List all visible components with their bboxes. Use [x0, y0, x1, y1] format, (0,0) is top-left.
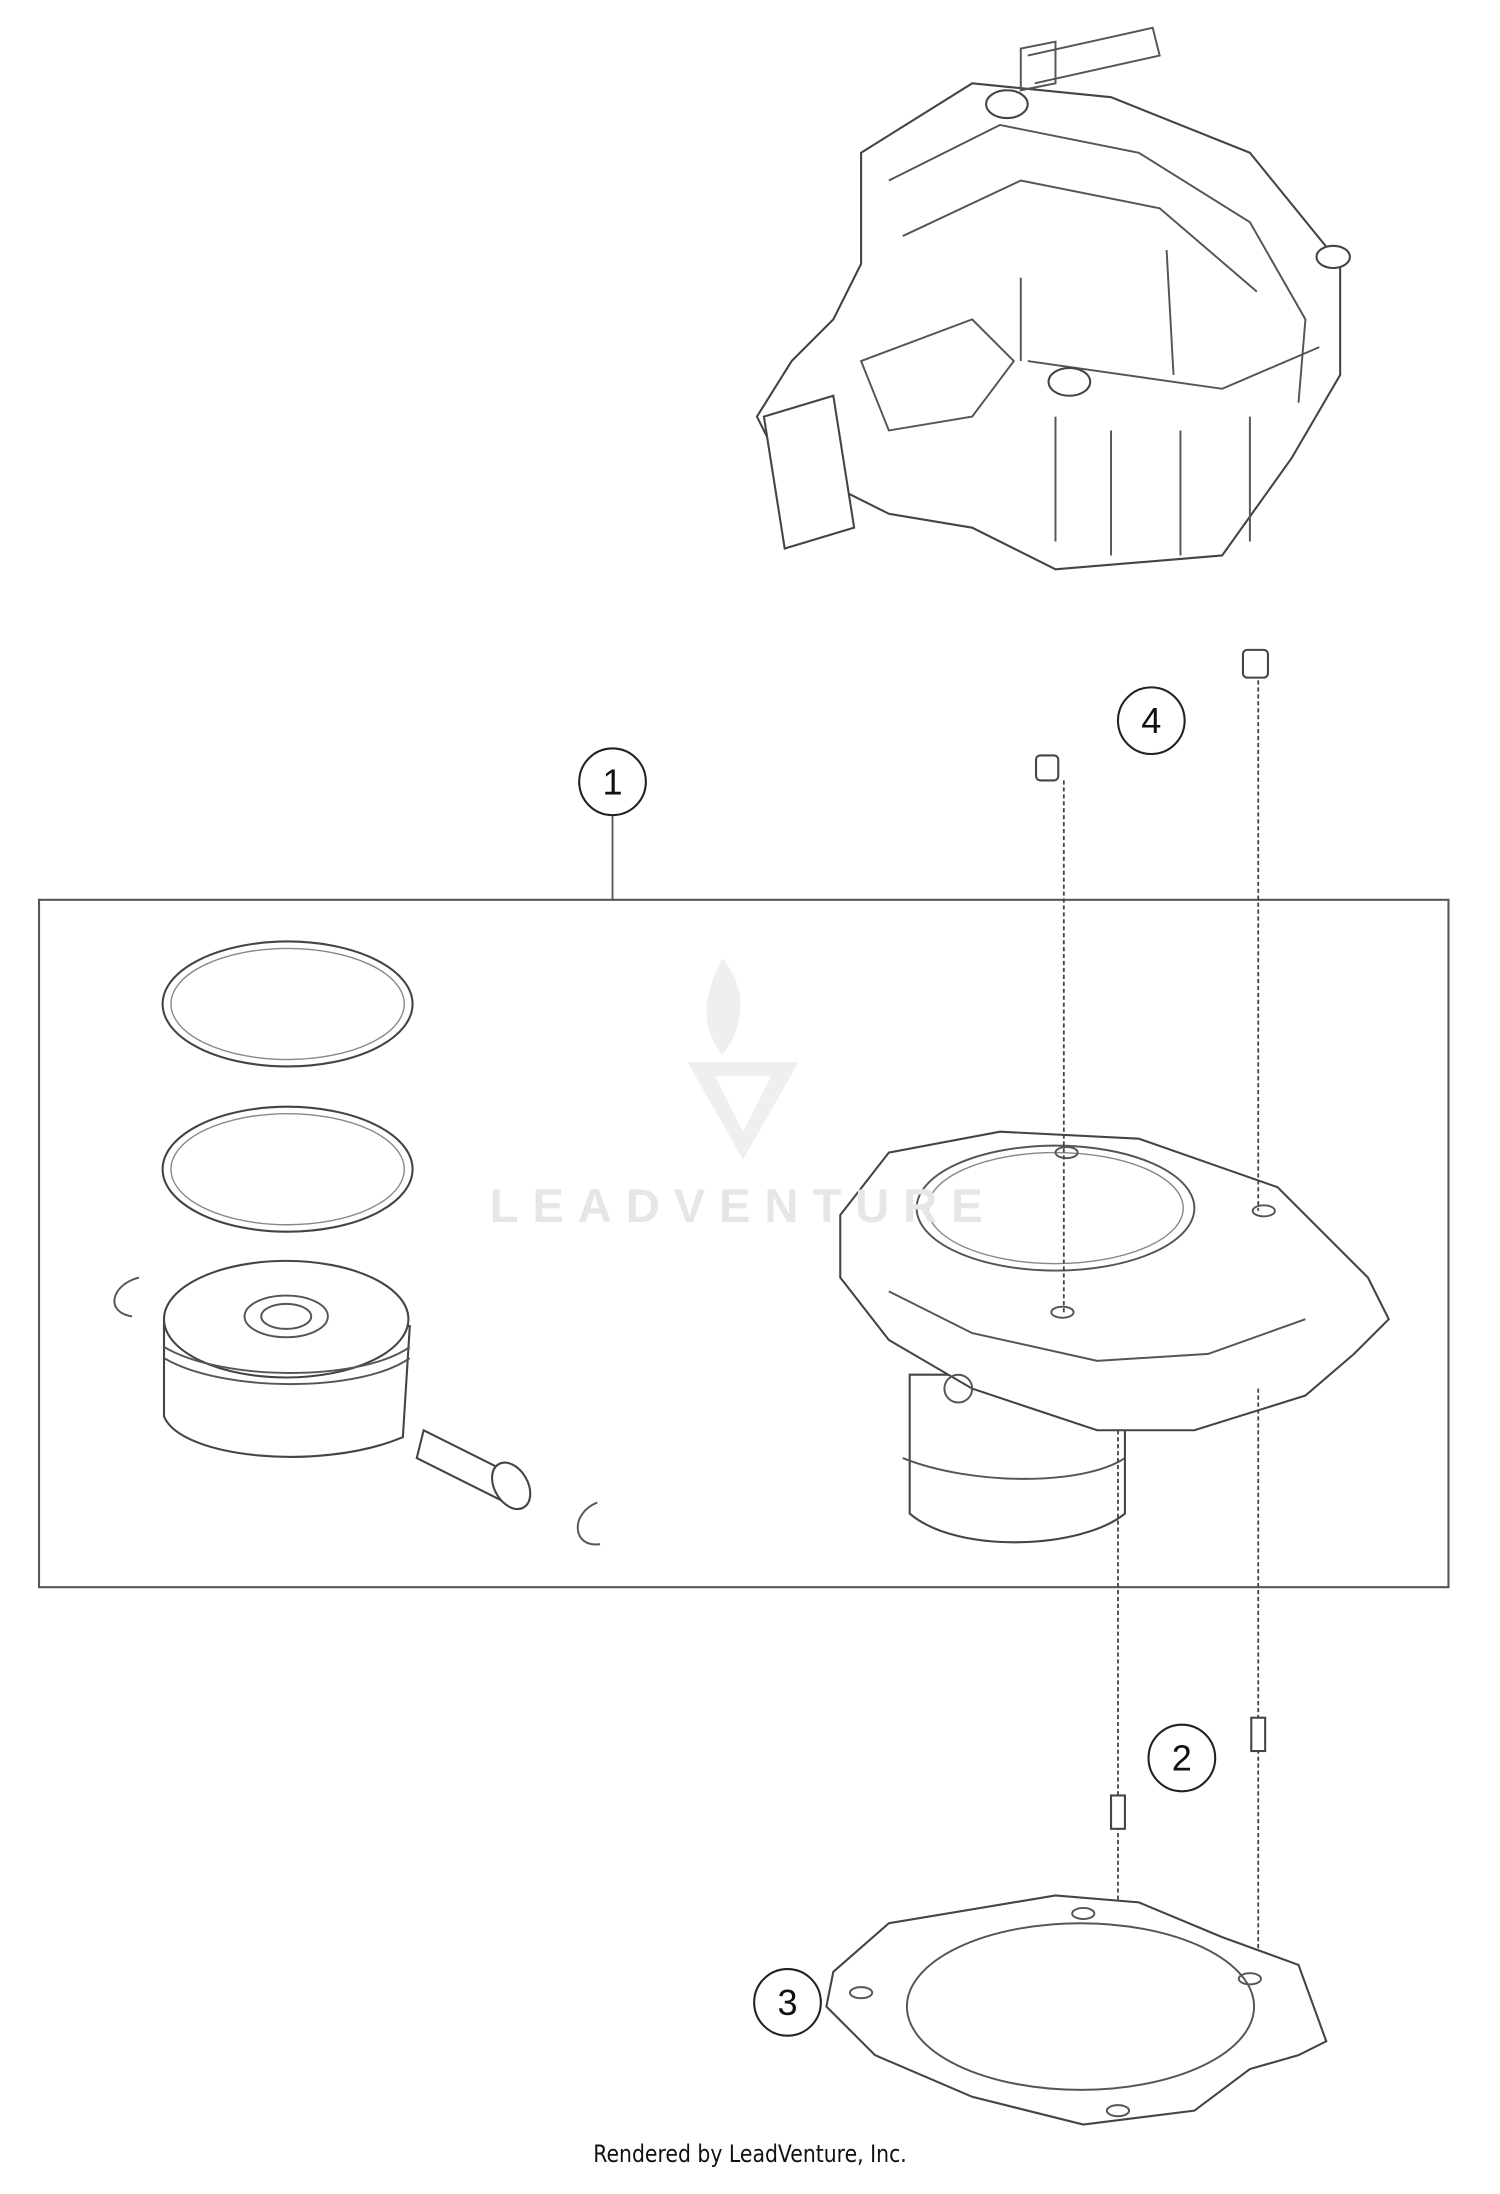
cylinder-bolt — [1241, 648, 1269, 1211]
callout-3[interactable]: 3 — [753, 1968, 822, 2037]
callout-1[interactable]: 1 — [578, 747, 647, 817]
piston-ring-second — [161, 1105, 414, 1233]
cylinder-head — [755, 26, 1351, 571]
kit-box — [37, 898, 1450, 1589]
piston — [162, 1259, 411, 1458]
circlip — [576, 1501, 601, 1546]
svg-text:2: 2 — [1172, 1737, 1192, 1778]
watermark-logo: LEADVENTURE — [490, 958, 997, 1233]
circlip — [113, 1276, 140, 1318]
dowel-pin — [1109, 1794, 1126, 1830]
piston-ring-top — [161, 940, 414, 1068]
callout-4[interactable]: 4 — [1116, 686, 1186, 756]
svg-text:3: 3 — [777, 1982, 797, 2023]
svg-text:4: 4 — [1141, 700, 1161, 741]
dowel-pin — [1250, 1716, 1267, 1753]
callout-2[interactable]: 2 — [1147, 1723, 1217, 1793]
watermark-text: LEADVENTURE — [490, 1180, 997, 1233]
piston-pin — [415, 1428, 532, 1511]
footer-credit: Rendered by LeadVenture, Inc. — [593, 2140, 907, 2168]
cylinder-bolt — [1035, 754, 1065, 1313]
cylinder — [839, 1130, 1391, 1544]
svg-text:1: 1 — [602, 761, 622, 802]
cylinder-base-gasket — [825, 1894, 1328, 2126]
